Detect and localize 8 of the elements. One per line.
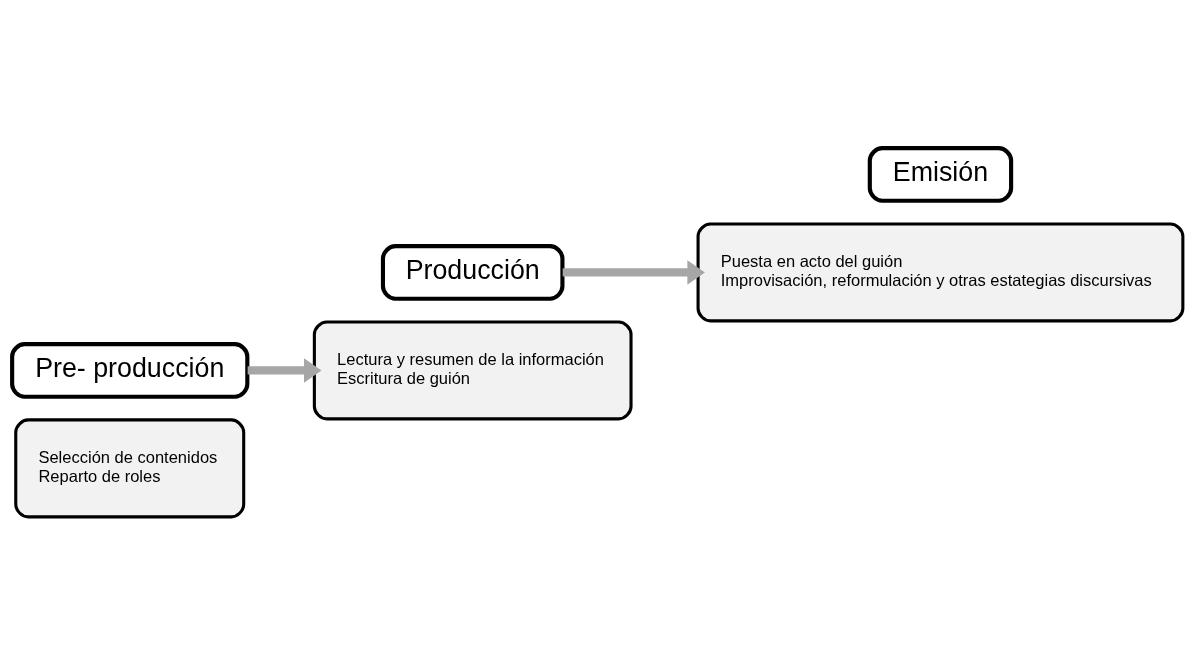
node-box: Selección de contenidos Reparto de roles	[14, 417, 246, 518]
node-box: Producción	[380, 243, 565, 301]
node-box: Pre- producción	[10, 341, 250, 399]
arrow	[562, 259, 705, 285]
arrow	[247, 357, 322, 383]
node-box: Puesta en acto del guión Improvisación, reformulación y otras estategias discursivas	[696, 221, 1185, 322]
node-box: Lectura y resumen de la información Escritura de guión	[312, 319, 633, 420]
node-box: Emisión	[867, 145, 1014, 203]
